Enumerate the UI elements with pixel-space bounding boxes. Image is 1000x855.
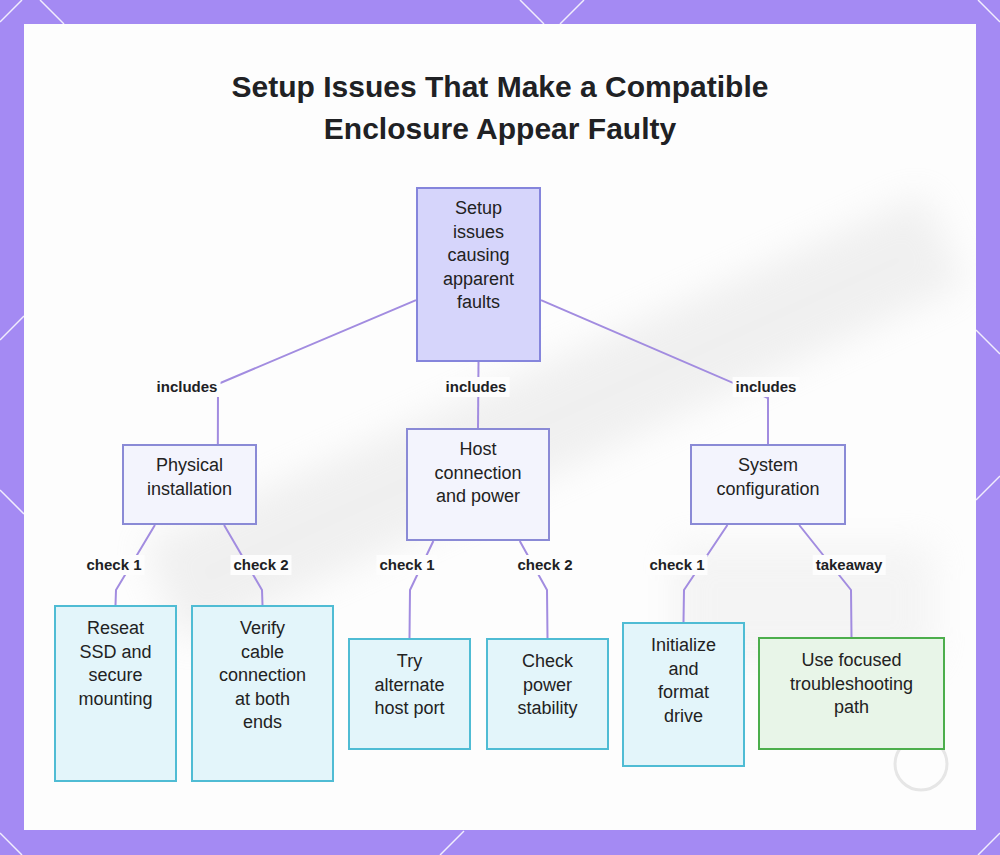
check-box: Initialize and format drive [622, 622, 745, 767]
deco-line [0, 0, 22, 22]
node-text: Initialize and format drive [648, 634, 719, 728]
node-text: Physical installation [136, 454, 243, 501]
connector-line [541, 300, 768, 444]
deco-line [520, 0, 544, 24]
blur-shape [144, 194, 964, 644]
deco-line [0, 316, 24, 340]
node-text: Reseat SSD and secure mounting [73, 617, 158, 711]
check-box: Check power stability [486, 638, 609, 750]
edge-label: includes [154, 377, 221, 397]
category-box: System configuration [690, 444, 846, 525]
edge-label: check 1 [376, 555, 437, 575]
diagram-title: Setup Issues That Make a Compatible Encl… [180, 66, 820, 150]
edge-label: includes [443, 377, 510, 397]
deco-line [440, 831, 464, 855]
deco-line [0, 490, 24, 514]
edge-label: check 2 [230, 555, 291, 575]
category-box: Host connection and power [406, 428, 550, 541]
node-text: Use focused troubleshooting path [788, 649, 915, 720]
deco-line [976, 330, 1000, 354]
connector [799, 525, 851, 637]
deco-line [40, 0, 64, 24]
deco-line [0, 833, 22, 855]
edge-label: takeaway [813, 555, 886, 575]
check-box: Try alternate host port [348, 638, 471, 750]
connector [218, 300, 416, 444]
edge-label: check 1 [646, 555, 707, 575]
check-box: Verify cable connection at both ends [191, 605, 334, 782]
deco-line [976, 476, 1000, 500]
node-text: Host connection and power [420, 438, 536, 509]
check-box: Reseat SSD and secure mounting [54, 605, 177, 782]
edge-label: includes [733, 377, 800, 397]
deco-line [978, 0, 1000, 22]
edge-label: check 1 [83, 555, 144, 575]
category-box: Physical installation [122, 444, 257, 525]
connector-line [799, 525, 851, 637]
edge-label: check 2 [514, 555, 575, 575]
node-text: System configuration [704, 454, 832, 501]
node-text: Setup issues causing apparent faults [438, 197, 519, 315]
deco-line [978, 833, 1000, 855]
connector [541, 300, 768, 444]
node-text: Try alternate host port [366, 650, 453, 721]
deco-line [560, 0, 584, 24]
node-text: Check power stability [504, 650, 591, 721]
node-text: Verify cable connection at both ends [219, 617, 306, 735]
takeaway-box: Use focused troubleshooting path [758, 637, 945, 750]
connector-line [218, 300, 416, 444]
root-box: Setup issues causing apparent faults [416, 187, 541, 362]
